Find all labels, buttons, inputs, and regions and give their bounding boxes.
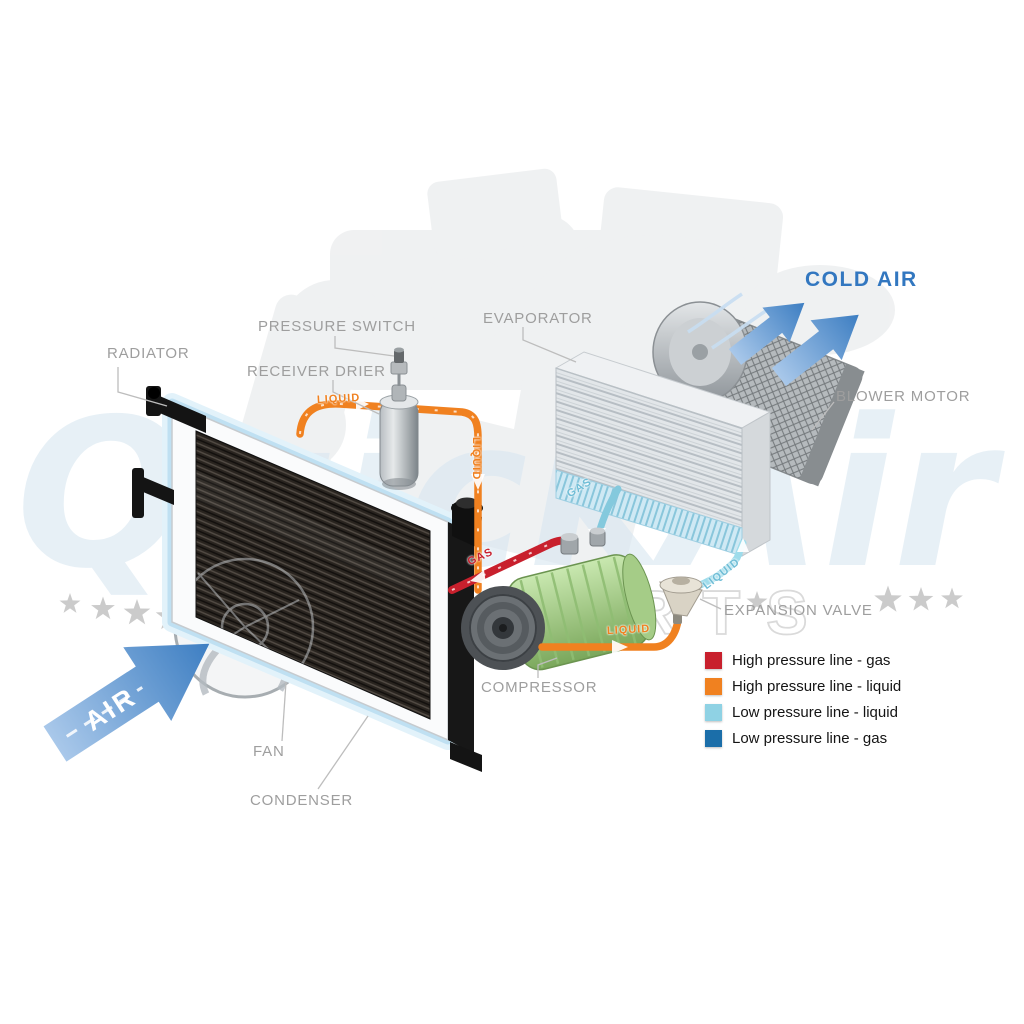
label-condenser: CONDENSER	[250, 792, 354, 809]
legend-swatch-lp-liquid	[705, 704, 722, 721]
label-evaporator: EVAPORATOR	[483, 310, 593, 327]
flow-label-liquid-near-drier: LIQUID	[316, 391, 361, 407]
label-blower-motor: BLOWER MOTOR	[836, 388, 971, 405]
expansion-valve-graphic	[659, 576, 703, 624]
leader-lines	[117, 327, 835, 790]
legend-label: Low pressure line - gas	[732, 730, 888, 747]
label-fan: FAN	[253, 743, 285, 760]
flow-arrow	[612, 640, 628, 654]
legend-label: Low pressure line - liquid	[732, 704, 898, 721]
air-arrow: AIR	[43, 643, 210, 762]
label-cold-air: COLD AIR	[805, 268, 918, 291]
pressure-switch-graphic	[390, 347, 408, 386]
legend-swatch-lp-gas	[705, 730, 722, 747]
radiator-top-bracket	[146, 386, 206, 433]
compressor-graphic	[461, 527, 657, 671]
flow-label-liquid-to-valve: LIQUID	[606, 622, 651, 638]
radiator-side-bracket	[132, 468, 174, 518]
receiver-drier-graphic	[379, 384, 419, 490]
radiator-condenser-graphic	[132, 386, 483, 772]
evaporator-graphic	[554, 351, 772, 557]
label-expansion-valve: EXPANSION VALVE	[724, 602, 873, 619]
hp-liquid-line-to-valve	[538, 616, 682, 651]
legend-row: Low pressure line - liquid	[705, 704, 901, 721]
legend-swatch-hp-gas	[705, 652, 722, 669]
label-compressor: COMPRESSOR	[481, 679, 598, 696]
label-pressure-switch: PRESSURE SWITCH	[258, 318, 416, 335]
legend-row: High pressure line - gas	[705, 652, 901, 669]
legend-swatch-hp-liquid	[705, 678, 722, 695]
legend: High pressure line - gas High pressure l…	[705, 652, 901, 756]
flow-label-liquid-down: LIQUID	[470, 437, 482, 481]
condenser-core	[195, 430, 431, 720]
legend-label: High pressure line - liquid	[732, 678, 902, 695]
legend-row: High pressure line - liquid	[705, 678, 901, 695]
evaporator-coil-blue	[555, 469, 743, 557]
legend-row: Low pressure line - gas	[705, 730, 901, 747]
label-radiator: RADIATOR	[107, 345, 190, 362]
cold-air-streaks	[687, 292, 771, 350]
label-receiver-drier: RECEIVER DRIER	[247, 363, 386, 380]
radiator-foot	[450, 742, 482, 772]
legend-label: High pressure line - gas	[732, 652, 891, 669]
